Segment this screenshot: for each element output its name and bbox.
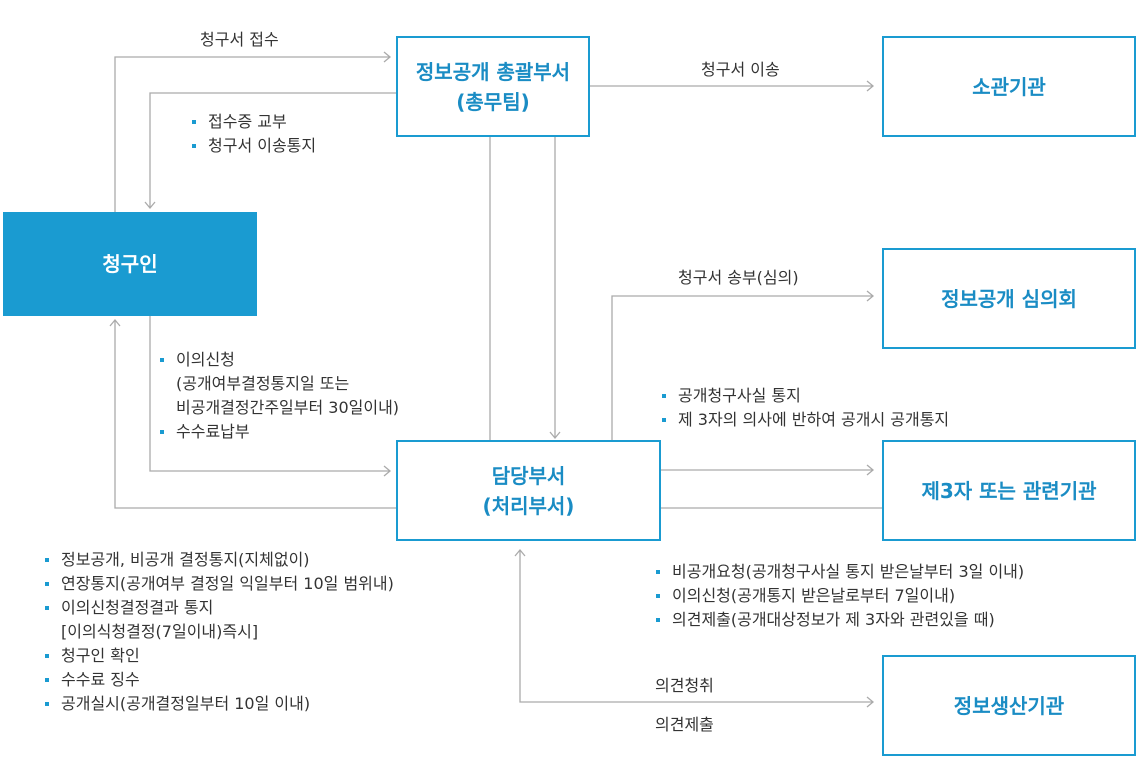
label-opinion-submit: 의견제출 (655, 715, 714, 734)
connector-requester-to-handling (149, 316, 390, 472)
label-opinion-hearing: 의견청취 (655, 676, 714, 695)
box-general-dept: 정보공개 총괄부서 (총무팀) (396, 36, 590, 137)
box-title: 청구인 (102, 252, 158, 276)
connector-handling-to-committee (611, 295, 873, 440)
arrowhead (514, 548, 526, 557)
box-subtitle: (총무팀) (456, 89, 530, 114)
note-item: 공개청구사실 통지 (662, 384, 949, 408)
note-item: 공개실시(공개결정일부터 10일 이내) (45, 692, 394, 716)
connector-general-to-requester (149, 92, 396, 208)
label-request-send-review: 청구서 송부(심의) (678, 268, 799, 287)
label-request-receipt: 청구서 접수 (200, 30, 279, 49)
arrowhead (866, 696, 875, 708)
note-item: 연장통지(공개여부 결정일 익일부터 10일 범위내) (45, 572, 394, 596)
note-item: 의견제출(공개대상정보가 제 3자와 관련있을 때) (656, 608, 1024, 632)
box-title: 정보공개 심의회 (941, 286, 1077, 311)
note-item: 수수료 징수 (45, 668, 394, 692)
note-item: 제 3자의 의사에 반하여 공개시 공개통지 (662, 408, 949, 432)
note-item: 비공개요청(공개청구사실 통지 받은날부터 3일 이내) (656, 560, 1024, 584)
box-title: 정보생산기관 (953, 693, 1065, 718)
box-producer: 정보생산기관 (882, 655, 1136, 756)
arrowhead (866, 464, 875, 476)
arrowhead (866, 80, 875, 92)
notes-third-party-notice: 공개청구사실 통지 제 3자의 의사에 반하여 공개시 공개통지 (662, 384, 949, 432)
note-item: 수수료납부 (160, 420, 399, 444)
notes-objection: 이의신청 (공개여부결정통지일 또는 비공개결정간주일부터 30일이내) 수수료… (160, 348, 399, 444)
box-title: 소관기관 (972, 74, 1046, 99)
note-item: 접수증 교부 (192, 110, 316, 134)
box-requester: 청구인 (3, 212, 257, 316)
connector-requester-to-general (114, 56, 390, 212)
box-competent-agency: 소관기관 (882, 36, 1136, 137)
box-title: 정보공개 총괄부서 (415, 59, 571, 84)
box-handling-dept: 담당부서 (처리부서) (396, 440, 661, 541)
box-committee: 정보공개 심의회 (882, 248, 1136, 349)
label-request-transfer: 청구서 이송 (701, 60, 780, 79)
note-item: 청구인 확인 (45, 644, 394, 668)
connector-handling-to-producer (519, 550, 873, 703)
arrowhead (866, 290, 875, 302)
arrowhead (549, 431, 561, 440)
arrowhead (383, 51, 392, 63)
note-item: 정보공개, 비공개 결정통지(지체없이) (45, 548, 394, 572)
note-item: 청구서 이송통지 (192, 134, 316, 158)
notes-decision: 정보공개, 비공개 결정통지(지체없이) 연장통지(공개여부 결정일 익일부터 … (45, 548, 394, 716)
note-item: 이의신청결정결과 통지 [이의식청결정(7일이내)즉시] (45, 596, 394, 644)
notes-receipt: 접수증 교부 청구서 이송통지 (192, 110, 316, 158)
notes-third-party-reply: 비공개요청(공개청구사실 통지 받은날부터 3일 이내) 이의신청(공개통지 받… (656, 560, 1024, 632)
arrowhead (109, 318, 121, 327)
box-title: 담당부서 (491, 463, 566, 488)
note-item: 이의신청 (공개여부결정통지일 또는 비공개결정간주일부터 30일이내) (160, 348, 399, 420)
box-subtitle: (처리부서) (482, 493, 575, 518)
connector-handling-to-requester (114, 320, 396, 509)
note-item: 이의신청(공개통지 받은날로부터 7일이내) (656, 584, 1024, 608)
box-third-party: 제3자 또는 관련기관 (882, 440, 1136, 541)
arrowhead (383, 465, 392, 477)
box-title: 제3자 또는 관련기관 (921, 478, 1097, 503)
arrowhead (144, 201, 156, 210)
